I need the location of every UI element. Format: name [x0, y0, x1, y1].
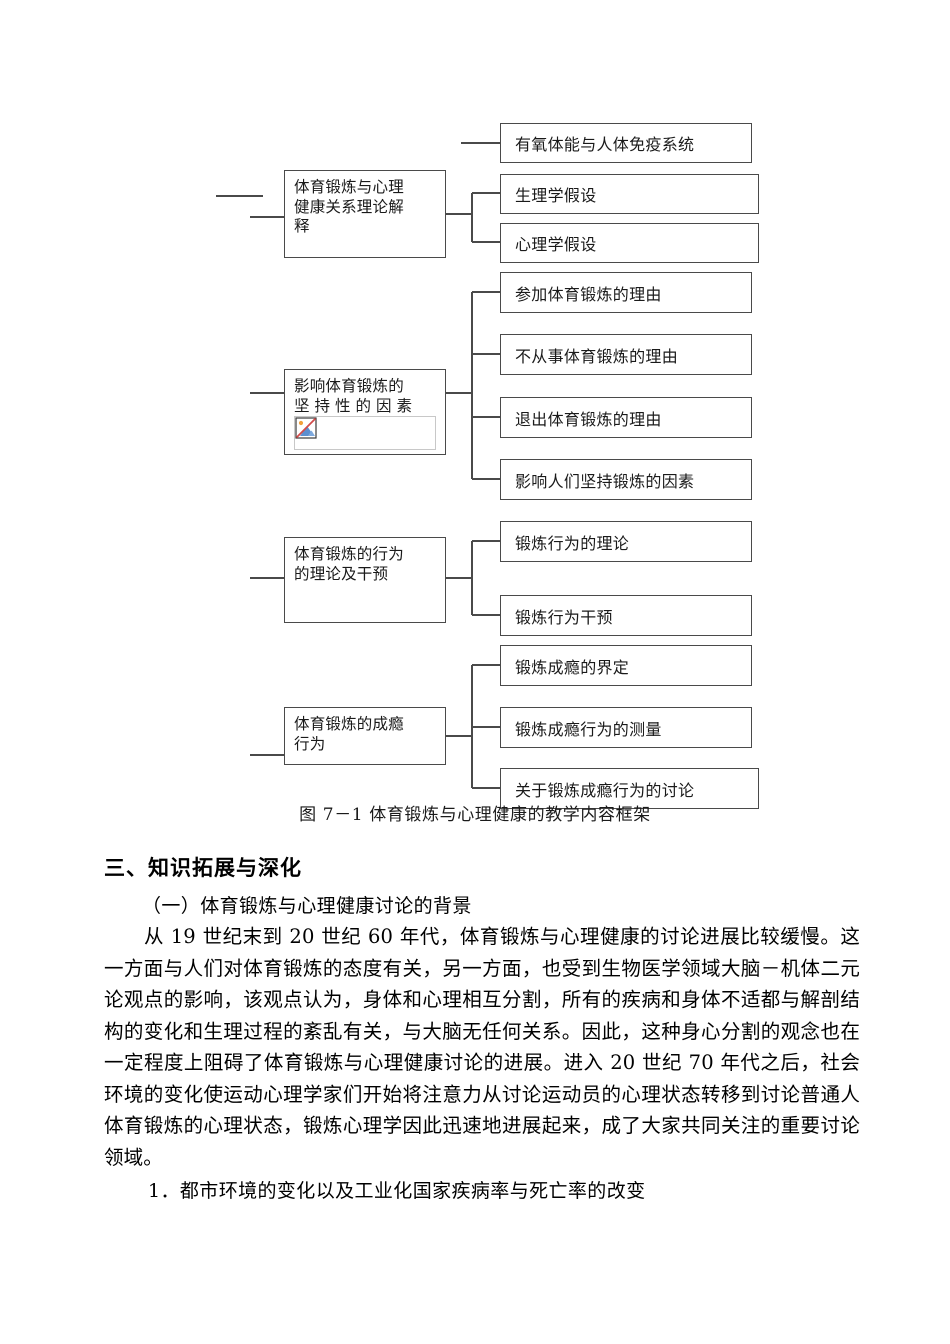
- connector-lines: [216, 142, 500, 789]
- figure-tree-diagram: 体育锻炼与心理 健康关系理论解 释 有氧体能与人体免疫系统 生理学假设 心理学假…: [216, 123, 759, 809]
- tree-parent-node-3-line2: 的理论及干预: [294, 564, 389, 583]
- tree-parent-node-1-line2: 健康关系理论解: [294, 197, 404, 216]
- tree-leaf-label: 退出体育锻炼的理由: [515, 409, 662, 429]
- tree-parent-node-3[interactable]: 体育锻炼的行为 的理论及干预: [284, 537, 446, 623]
- tree-leaf-label: 锻炼行为干预: [515, 607, 613, 627]
- tree-parent-node-1-line3: 释: [294, 217, 310, 236]
- tree-leaf-label: 心理学假设: [515, 235, 597, 254]
- tree-leaf-node-3-1[interactable]: 锻炼行为的理论: [500, 521, 752, 562]
- tree-leaf-node-1-2[interactable]: 生理学假设: [500, 174, 759, 214]
- tree-parent-node-2[interactable]: 影响体育锻炼的 坚持性的因素: [284, 369, 446, 455]
- section-subheading: （一）体育锻炼与心理健康讨论的背景: [142, 895, 472, 917]
- tree-parent-node-4-line1: 体育锻炼的成瘾: [294, 715, 404, 733]
- tree-leaf-node-1-1[interactable]: 有氧体能与人体免疫系统: [500, 123, 752, 163]
- section-heading: 三、知识拓展与深化: [104, 856, 302, 880]
- section-paragraph: 从 19 世纪末到 20 世纪 60 年代，体育锻炼与心理健康的讨论进展比较缓慢…: [104, 925, 860, 1170]
- figure-caption: 图 7－1 体育锻炼与心理健康的教学内容框架: [299, 805, 651, 825]
- tree-leaf-label: 参加体育锻炼的理由: [515, 284, 662, 304]
- tree-leaf-node-3-2[interactable]: 锻炼行为干预: [500, 595, 752, 636]
- tree-leaf-label: 有氧体能与人体免疫系统: [515, 135, 695, 154]
- tree-leaf-node-2-2[interactable]: 不从事体育锻炼的理由: [500, 334, 752, 375]
- tree-leaf-label: 锻炼成瘾行为的测量: [515, 719, 662, 739]
- tree-leaf-node-4-1[interactable]: 锻炼成瘾的界定: [500, 645, 752, 686]
- tree-parent-node-1-line1: 体育锻炼与心理: [294, 178, 404, 196]
- tree-parent-node-3-line1: 体育锻炼的行为: [294, 545, 404, 563]
- tree-leaf-node-2-3[interactable]: 退出体育锻炼的理由: [500, 397, 752, 438]
- tree-leaf-node-2-4[interactable]: 影响人们坚持锻炼的因素: [500, 459, 752, 500]
- tree-parent-node-4[interactable]: 体育锻炼的成瘾 行为: [284, 707, 446, 765]
- tree-leaf-label: 锻炼成瘾的界定: [515, 657, 630, 677]
- section-list-item-1: 1．都市环境的变化以及工业化国家疾病率与死亡率的改变: [148, 1179, 646, 1202]
- tree-leaf-node-4-3[interactable]: 关于锻炼成瘾行为的讨论: [500, 768, 759, 809]
- tree-parent-node-2-line2: 坚持性的因素: [294, 396, 418, 415]
- tree-parent-node-2-line1: 影响体育锻炼的: [294, 377, 404, 395]
- tree-leaf-node-1-3[interactable]: 心理学假设: [500, 223, 759, 263]
- tree-leaf-node-4-2[interactable]: 锻炼成瘾行为的测量: [500, 707, 752, 748]
- broken-image-icon: [295, 417, 317, 439]
- tree-leaf-label: 关于锻炼成瘾行为的讨论: [515, 780, 695, 800]
- tree-parent-node-4-line2: 行为: [294, 734, 326, 753]
- tree-leaf-label: 不从事体育锻炼的理由: [515, 346, 679, 366]
- tree-leaf-label: 锻炼行为的理论: [515, 533, 630, 553]
- tree-parent-node-1[interactable]: 体育锻炼与心理 健康关系理论解 释: [284, 170, 446, 258]
- tree-leaf-label: 生理学假设: [515, 186, 597, 205]
- broken-image-frame: [294, 416, 436, 450]
- article-body: 三、知识拓展与深化 （一）体育锻炼与心理健康讨论的背景 从 19 世纪末到 20…: [104, 852, 860, 1203]
- tree-leaf-label: 影响人们坚持锻炼的因素: [515, 471, 695, 491]
- tree-leaf-node-2-1[interactable]: 参加体育锻炼的理由: [500, 272, 752, 313]
